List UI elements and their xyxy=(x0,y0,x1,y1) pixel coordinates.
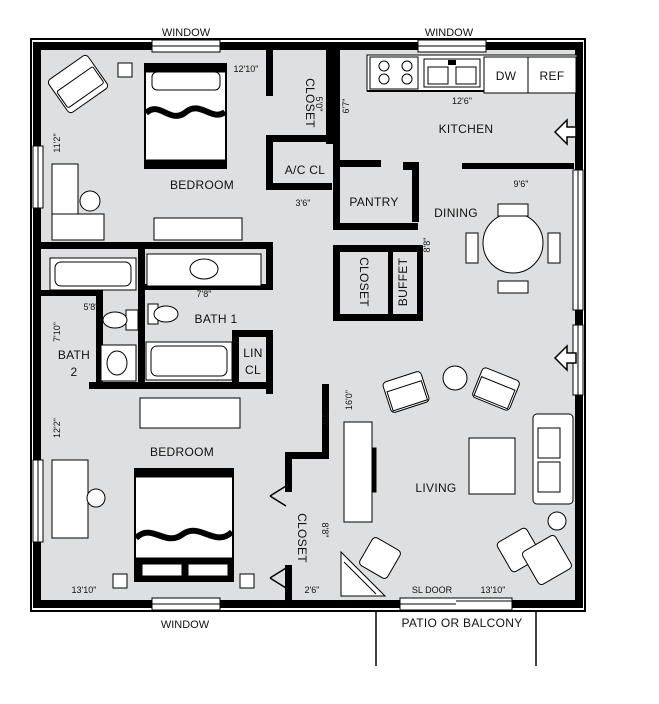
interior-walls xyxy=(41,48,574,605)
label-bedroom-1: BEDROOM xyxy=(170,178,234,192)
label-buffet: BUFFET xyxy=(396,257,410,306)
dim-bath1-width: 7'8" xyxy=(197,289,212,299)
entry-arrows xyxy=(553,118,577,372)
bath-fixtures xyxy=(49,253,262,382)
label-window-top-right: WINDOW xyxy=(425,27,474,39)
label-closet-top: CLOSET xyxy=(303,78,317,128)
dim-bed2-width: 13'10" xyxy=(72,585,97,595)
dim-bed1-height: 11'2" xyxy=(52,133,62,152)
coffee-table xyxy=(468,437,516,495)
dim-dining-height: 8'8" xyxy=(422,238,432,253)
desk-chair-2 xyxy=(86,488,106,508)
dim-closet-bed2-height: 8'8" xyxy=(320,523,330,538)
armchair-l4 xyxy=(522,535,572,585)
desk-chair-1 xyxy=(79,190,101,212)
nightstand-2b xyxy=(239,573,255,589)
label-linen-line1: LIN xyxy=(243,346,263,360)
windows xyxy=(32,39,584,611)
label-ref: REF xyxy=(540,69,565,83)
label-kitchen: KITCHEN xyxy=(439,122,494,136)
dining-furniture xyxy=(465,203,561,294)
label-window-bottom: WINDOW xyxy=(161,619,210,631)
toilet-2 xyxy=(125,309,139,331)
dim-bath2-height: 7'10" xyxy=(52,322,62,342)
dim-closet-bed2-width: 2'6" xyxy=(305,585,320,595)
living-furniture xyxy=(340,365,574,597)
dim-kitchen-width: 12'6" xyxy=(452,96,472,106)
label-patio: PATIO OR BALCONY xyxy=(401,616,522,630)
label-dw: DW xyxy=(496,69,517,83)
dim-bed2-height: 12'2" xyxy=(52,418,62,438)
label-bath-1: BATH 1 xyxy=(195,312,238,326)
chair-corner xyxy=(359,537,401,579)
stove xyxy=(369,56,419,90)
dresser-1 xyxy=(153,217,243,241)
nightstand-2a xyxy=(112,573,128,589)
label-ac-closet: A/C CL xyxy=(285,163,326,177)
label-linen-line2: CL xyxy=(245,363,261,377)
label-pantry: PANTRY xyxy=(349,195,398,209)
label-bath-2-line2: 2 xyxy=(71,365,78,379)
dim-living-height: 16'0" xyxy=(344,390,354,410)
label-dining: DINING xyxy=(434,206,478,220)
kitchen-counter xyxy=(366,54,578,94)
label-living: LIVING xyxy=(415,481,456,495)
desk-2 xyxy=(51,459,89,539)
label-sl-door: SL DOOR xyxy=(412,585,453,595)
nightstand-1 xyxy=(117,62,133,78)
side-table xyxy=(442,365,468,391)
refrigerator xyxy=(527,56,577,94)
dim-bed1-width: 12'10" xyxy=(234,64,259,74)
label-closet-hall: CLOSET xyxy=(357,257,371,307)
dresser-2 xyxy=(139,397,241,429)
dim-kitchen-left: 6'7" xyxy=(341,99,351,114)
dim-dining-width: 9'6" xyxy=(514,179,529,189)
dim-closet-top: 5'0" xyxy=(314,97,324,112)
dim-ac-closet: 3'6" xyxy=(296,198,311,208)
label-closet-bed2: CLOSET xyxy=(295,513,309,563)
dim-bath2-width: 5'8" xyxy=(84,302,99,312)
label-bedroom-2: BEDROOM xyxy=(150,445,214,459)
dining-table xyxy=(482,212,544,274)
bedroom-2-furniture xyxy=(51,397,287,589)
label-bath-2-line1: BATH xyxy=(58,348,90,362)
patio xyxy=(375,610,537,666)
dim-hall-width: 3'6" xyxy=(320,413,330,428)
bedroom-1-furniture xyxy=(47,54,243,241)
dishwasher xyxy=(483,56,529,94)
label-window-top-left: WINDOW xyxy=(162,27,211,39)
tv-stand xyxy=(343,421,373,523)
dim-living-width: 13'10" xyxy=(481,585,506,595)
